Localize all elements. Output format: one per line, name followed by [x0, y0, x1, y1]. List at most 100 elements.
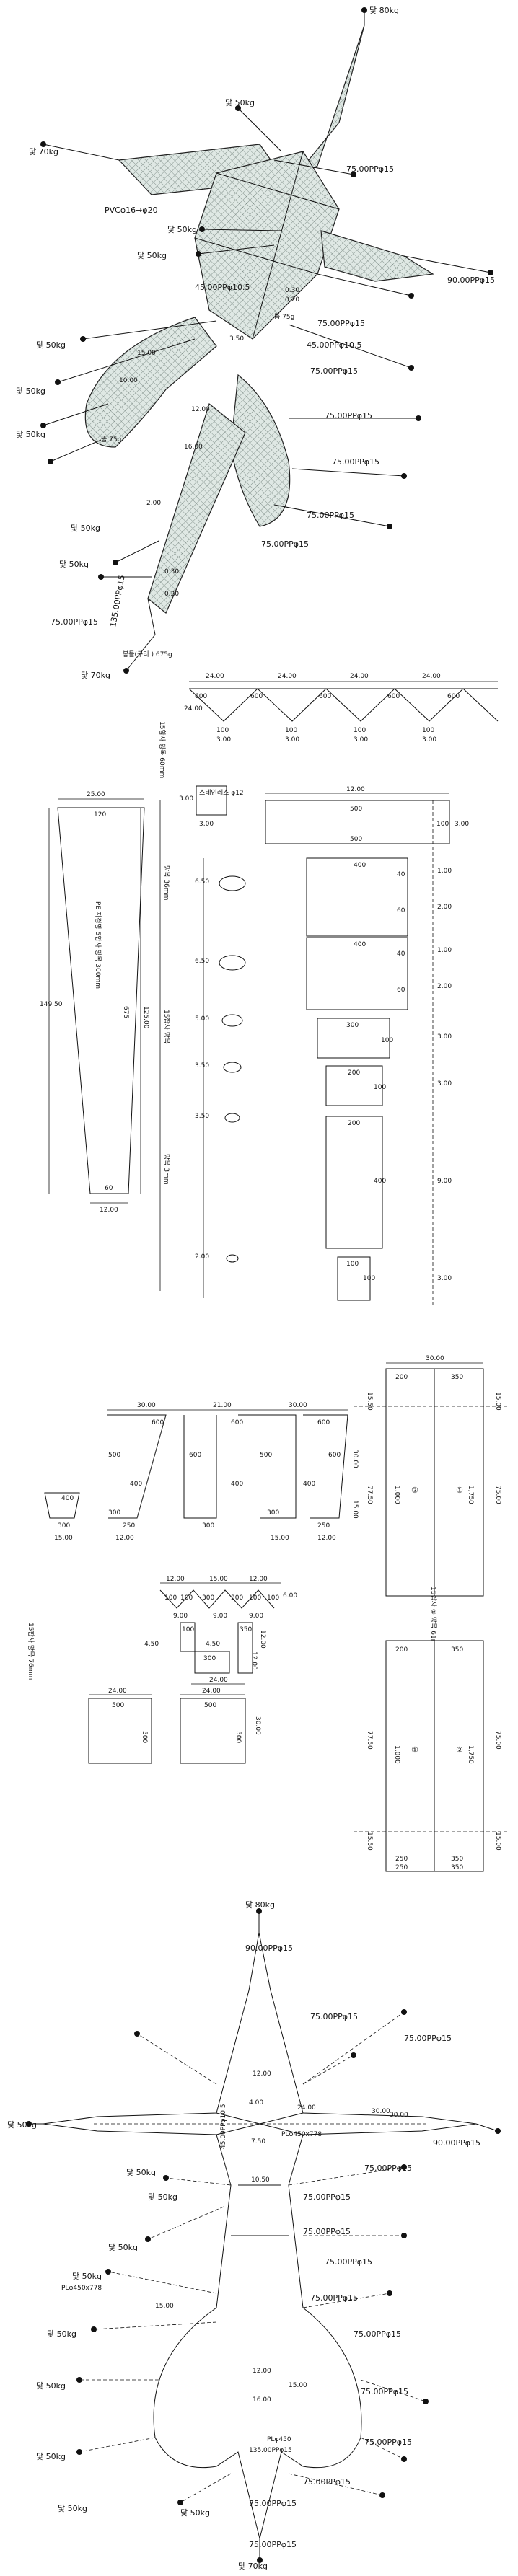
- count: 300: [231, 1594, 243, 1602]
- count: 100: [267, 1594, 279, 1602]
- label-w50: 닻 50kg: [180, 2508, 210, 2518]
- count: 350: [451, 1374, 463, 1381]
- count: 500: [108, 1452, 120, 1459]
- note: PLφ450: [267, 2436, 291, 2443]
- dim: 24.00: [202, 1688, 221, 1695]
- label-w50: 닻 50kg: [36, 340, 66, 350]
- count: 100: [164, 1594, 177, 1602]
- count: 300: [203, 1655, 216, 1662]
- dim: 77.50: [366, 1731, 373, 1750]
- count: 350: [451, 1646, 463, 1654]
- label-rope: 75.00PPφ15: [361, 2387, 408, 2396]
- dim: 0.20: [164, 591, 179, 598]
- count: 500: [350, 806, 362, 813]
- label-rope: 75.00PPφ15: [325, 2257, 372, 2267]
- dim: 16.00: [253, 2396, 271, 2404]
- dim: 24.00: [278, 673, 297, 680]
- label-w50: 닻 50kg: [47, 2329, 76, 2339]
- count: 100: [363, 1275, 375, 1282]
- dim: 3.00: [437, 1033, 452, 1041]
- label-rope: 75.00PPφ15: [364, 2163, 412, 2173]
- dim: 15.00: [351, 1500, 359, 1519]
- dim: 0.30: [285, 287, 299, 294]
- label-w50: 닻 50kg: [36, 2381, 66, 2391]
- label-w50: 닻 50kg: [16, 387, 45, 396]
- dim: 24.00: [206, 673, 224, 680]
- net-tail: [147, 402, 246, 614]
- dim: 4.50: [144, 1641, 159, 1648]
- count: 600: [447, 693, 460, 700]
- dim: 77.50: [366, 1486, 373, 1504]
- net-label: PE 지경망 5합사 망목 300mm: [94, 901, 102, 989]
- zigzag-counts: 600 600 600 600 600 100 100 100 100 3.00…: [158, 693, 460, 778]
- count: 300: [267, 1509, 279, 1517]
- count: 500: [141, 1731, 148, 1743]
- label-rope: 75.00PPφ15: [303, 2477, 351, 2487]
- count: 400: [374, 1178, 386, 1185]
- label-w70: 닻 70kg: [238, 2562, 268, 2571]
- count: 300: [346, 1022, 359, 1029]
- label-w50: 닻 50kg: [58, 2504, 87, 2513]
- label-pvc: PVCφ16→φ20: [105, 206, 158, 215]
- section2-zigzag: 24.00 24.00 24.00 24.00 600 600 600 600 …: [158, 673, 499, 778]
- count: 300: [202, 1594, 214, 1602]
- note: PLφ450x778: [61, 2285, 102, 2292]
- count: 600: [152, 1419, 164, 1426]
- label-rope: 75.00PPφ15: [354, 2329, 401, 2339]
- dim: 24.00: [209, 1677, 228, 1684]
- dim: 6.50: [195, 878, 209, 886]
- dim: 15.50: [366, 1832, 373, 1851]
- dim: 16.00: [184, 444, 203, 451]
- dim: 15.00: [494, 1832, 501, 1851]
- count: 500: [112, 1702, 124, 1709]
- count: 40: [397, 950, 405, 958]
- dim: 15.00: [271, 1535, 289, 1542]
- dim: 125.00: [142, 1006, 149, 1029]
- count: 500: [350, 836, 362, 843]
- dim: 1.00: [437, 947, 452, 954]
- dim: 24.00: [108, 1688, 127, 1695]
- label-rope: 75.00PPφ15: [364, 2438, 412, 2447]
- section2-panels: 스테인레스 φ12 3.00 3.00 12.00 500 500 100 3.…: [179, 785, 469, 1301]
- count: 300: [202, 1522, 214, 1530]
- label-rope: 75.00PPφ15: [404, 2034, 452, 2043]
- label-rope: 75.00PPφ15: [249, 2540, 297, 2549]
- count: 250: [395, 1856, 408, 1863]
- dim: 24.00: [184, 705, 203, 713]
- dim: 3.00: [179, 795, 193, 803]
- dim: 24.00: [422, 673, 441, 680]
- dim: 10.00: [119, 377, 138, 384]
- label-rope: 75.00PPφ15: [310, 366, 358, 376]
- note-sinker: 봉돌(구리 ) 675g: [123, 650, 172, 658]
- label-w50: 닻 50kg: [7, 2120, 37, 2130]
- dim: 75.00: [494, 1486, 501, 1504]
- count: 400: [61, 1495, 74, 1502]
- dim: 3.00: [422, 736, 436, 744]
- label-rope: 90.00PPφ15: [433, 2138, 480, 2148]
- weight-labels: 닻 80kg 닻 50kg 닻 70kg 닻 50kg 닻 50kg 닻 50k…: [16, 6, 399, 680]
- dim: 2.00: [437, 983, 452, 990]
- dim: 10.50: [251, 2176, 270, 2184]
- label-w80: 닻 80kg: [245, 1900, 275, 1910]
- top-dims: 15.00 10.00 12.00 16.00 0.30 0.20 3.50 2…: [119, 287, 299, 598]
- count: 100: [182, 1626, 194, 1633]
- dim: 3.00: [437, 1275, 452, 1282]
- section2-left-dims: 6.50 6.50 5.00 3.50 3.50 2.00: [195, 858, 209, 1298]
- ring: 스테인레스 φ12: [199, 789, 244, 797]
- count: 675: [122, 1006, 129, 1018]
- count: 600: [319, 693, 331, 700]
- count: 400: [354, 941, 366, 948]
- label-rope: 75.00PPφ15: [307, 511, 354, 520]
- label: 15합사 망목: [162, 1010, 170, 1044]
- dim: 15.50: [366, 1392, 373, 1411]
- dim: 3.00: [455, 821, 469, 828]
- count: 500: [260, 1452, 272, 1459]
- label-rope: 75.00PPφ15: [325, 411, 372, 420]
- dim: 3.00: [199, 821, 214, 828]
- bottom-notes: PLφ450x778 PLφ450x778 PLφ450 45.00PPφ10.…: [61, 2104, 322, 2454]
- count: 250: [317, 1522, 330, 1530]
- dim: 0.20: [285, 296, 299, 304]
- section3-right: 30.00 200 350 15.50 77.50 15.50 15.00 75…: [354, 1355, 509, 1872]
- count: 600: [250, 693, 263, 700]
